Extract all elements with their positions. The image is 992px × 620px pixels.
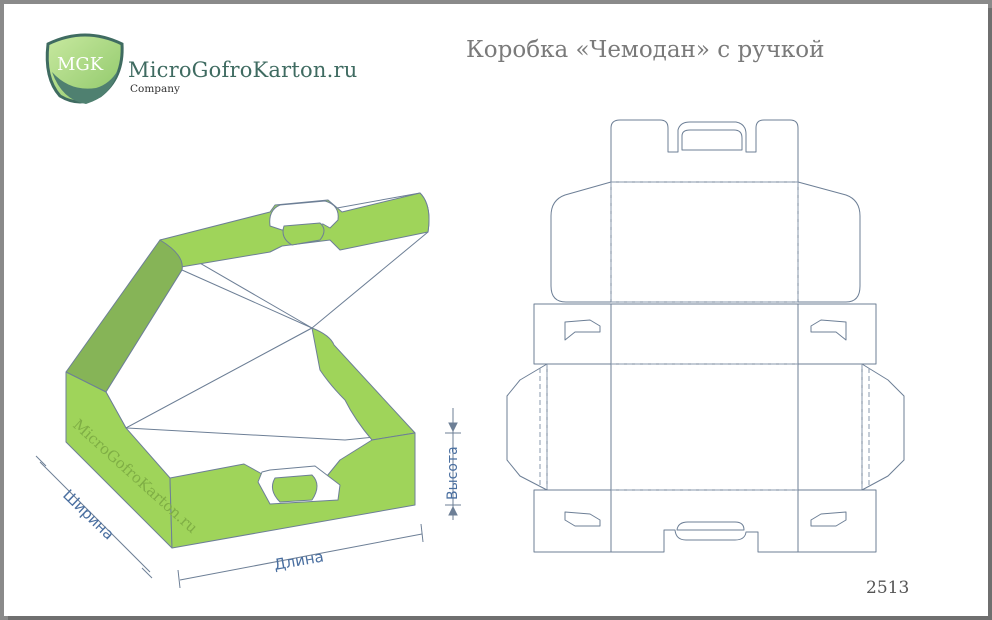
length-label: Длина [273,548,325,574]
width-label: Ширина [59,486,118,543]
height-label: Высота [445,446,461,500]
model-code: 2513 [866,578,910,598]
brand-subtitle: Company [130,83,180,95]
logo-text: MGK [57,54,104,75]
dieline-creases [539,181,870,491]
dimension-lines [35,408,461,589]
flat-dieline [506,119,905,553]
brand-name: MicroGofroKarton.ru [128,58,358,82]
box-3d-view [65,192,430,549]
page-title: Коробка «Чемодан» с ручкой [466,37,825,63]
mgk-logo: MGK [45,33,124,104]
